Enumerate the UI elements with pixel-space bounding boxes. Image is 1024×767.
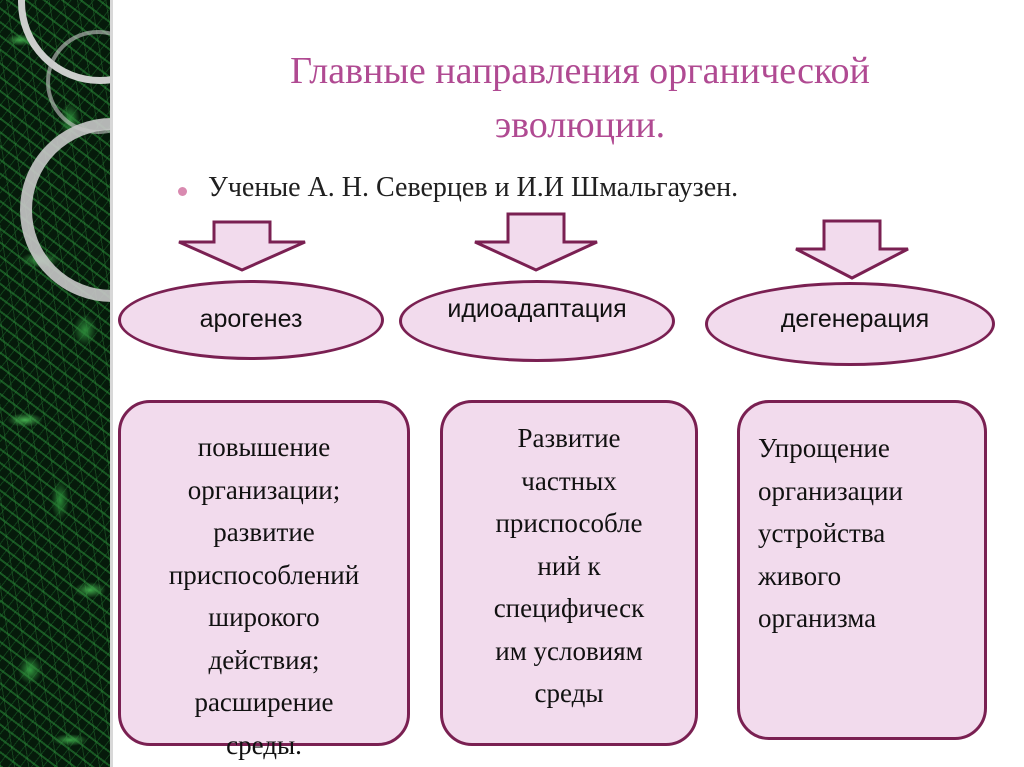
description-line: среды xyxy=(534,678,604,708)
description-line: устройства xyxy=(758,518,886,548)
description-card-idioadaptation: Развитие частных приспособле ний к специ… xyxy=(440,400,698,746)
down-arrow-icon xyxy=(474,212,598,272)
bullet-dot-icon xyxy=(178,187,187,196)
description-line: Упрощение xyxy=(758,433,890,463)
description-line: приспособлений xyxy=(168,559,360,590)
description-line: широкого xyxy=(208,602,320,632)
description-line: организации; xyxy=(187,474,341,505)
direction-name: дегенерация xyxy=(780,305,930,333)
title-line: эволюции. xyxy=(494,104,666,146)
description-card-degeneration: Упрощение организации устройства живого … xyxy=(737,400,987,740)
description-line: им условиям xyxy=(495,635,643,666)
description-line: приспособле xyxy=(495,508,643,538)
direction-name: идиоадаптация xyxy=(447,295,627,323)
description-line: частных xyxy=(521,465,617,496)
title-line: Главные направления органической xyxy=(290,50,870,92)
description-line: организации xyxy=(758,475,903,506)
slide-title: Главные направления органической эволюци… xyxy=(150,44,1010,152)
decorative-sidebar xyxy=(0,0,112,767)
description-line: расширение xyxy=(194,687,334,717)
description-line: живого xyxy=(758,560,842,591)
bullet-text: Ученые А. Н. Северцев и И.И Шмальгаузен. xyxy=(208,172,739,203)
direction-oval-arogenesis: арогенез xyxy=(118,280,384,360)
down-arrow-icon xyxy=(795,219,909,280)
sidebar-divider xyxy=(110,0,113,767)
description-line: Развитие xyxy=(517,423,621,453)
description-line: среды. xyxy=(226,729,302,760)
description-line: развитие xyxy=(213,517,315,547)
direction-oval-degeneration: дегенерация xyxy=(705,282,995,366)
description-line: организма xyxy=(758,603,877,633)
description-line: ний к xyxy=(537,550,601,581)
description-line: действия; xyxy=(208,644,320,675)
down-arrow-icon xyxy=(178,220,306,272)
description-card-arogenesis: повышение организации; развитие приспосо… xyxy=(118,400,410,760)
description-line: повышение xyxy=(197,432,331,462)
direction-oval-idioadaptation: идиоадаптация xyxy=(399,280,675,362)
direction-name: арогенез xyxy=(199,305,303,333)
description-line: специфическ xyxy=(493,593,645,623)
